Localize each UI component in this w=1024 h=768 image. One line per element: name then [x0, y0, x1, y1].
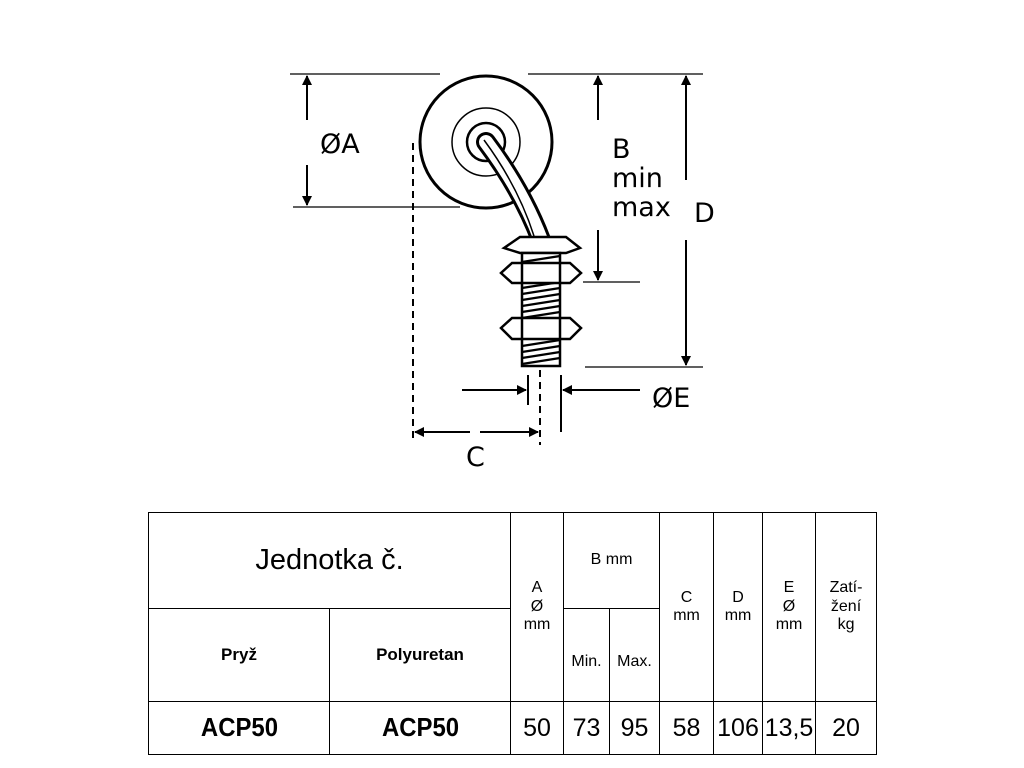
dimension-arrows: [302, 75, 691, 437]
nut-lower: [499, 316, 583, 341]
value-c: 58: [659, 701, 715, 755]
header-rubber: Pryž: [148, 608, 330, 702]
label-c: C: [466, 442, 485, 473]
axle: [476, 132, 551, 250]
dashed-lines: [412, 143, 541, 445]
header-b: B mm: [563, 512, 661, 609]
extension-lines: [290, 73, 703, 368]
header-b-min: Min.: [563, 608, 611, 702]
technical-drawing: ØA B min max D ØE C: [290, 73, 715, 473]
flange: [501, 235, 583, 255]
value-b-min: 73: [563, 701, 611, 755]
label-d: D: [694, 198, 715, 229]
table-row: ACP50 ACP50 50 73 95 58 106 13,5 20: [149, 701, 878, 755]
value-b-max: 95: [609, 701, 661, 755]
label-e: ØE: [652, 383, 690, 414]
header-polyurethane: Polyuretan: [328, 608, 512, 702]
polyurethane-code: ACP50: [336, 701, 504, 755]
label-b-min: min: [612, 163, 663, 194]
header-b-max: Max.: [609, 608, 661, 702]
value-d: 106: [713, 701, 764, 755]
label-a: ØA: [320, 129, 360, 160]
table-title: Jednotka č.: [147, 512, 512, 609]
value-load: 20: [815, 701, 878, 755]
nut-upper: [499, 261, 583, 285]
value-a: 50: [510, 701, 565, 755]
rubber-code: ACP50: [155, 701, 323, 755]
value-e: 13,5: [762, 701, 817, 755]
label-b-max: max: [612, 192, 671, 223]
label-b: B: [612, 134, 631, 165]
